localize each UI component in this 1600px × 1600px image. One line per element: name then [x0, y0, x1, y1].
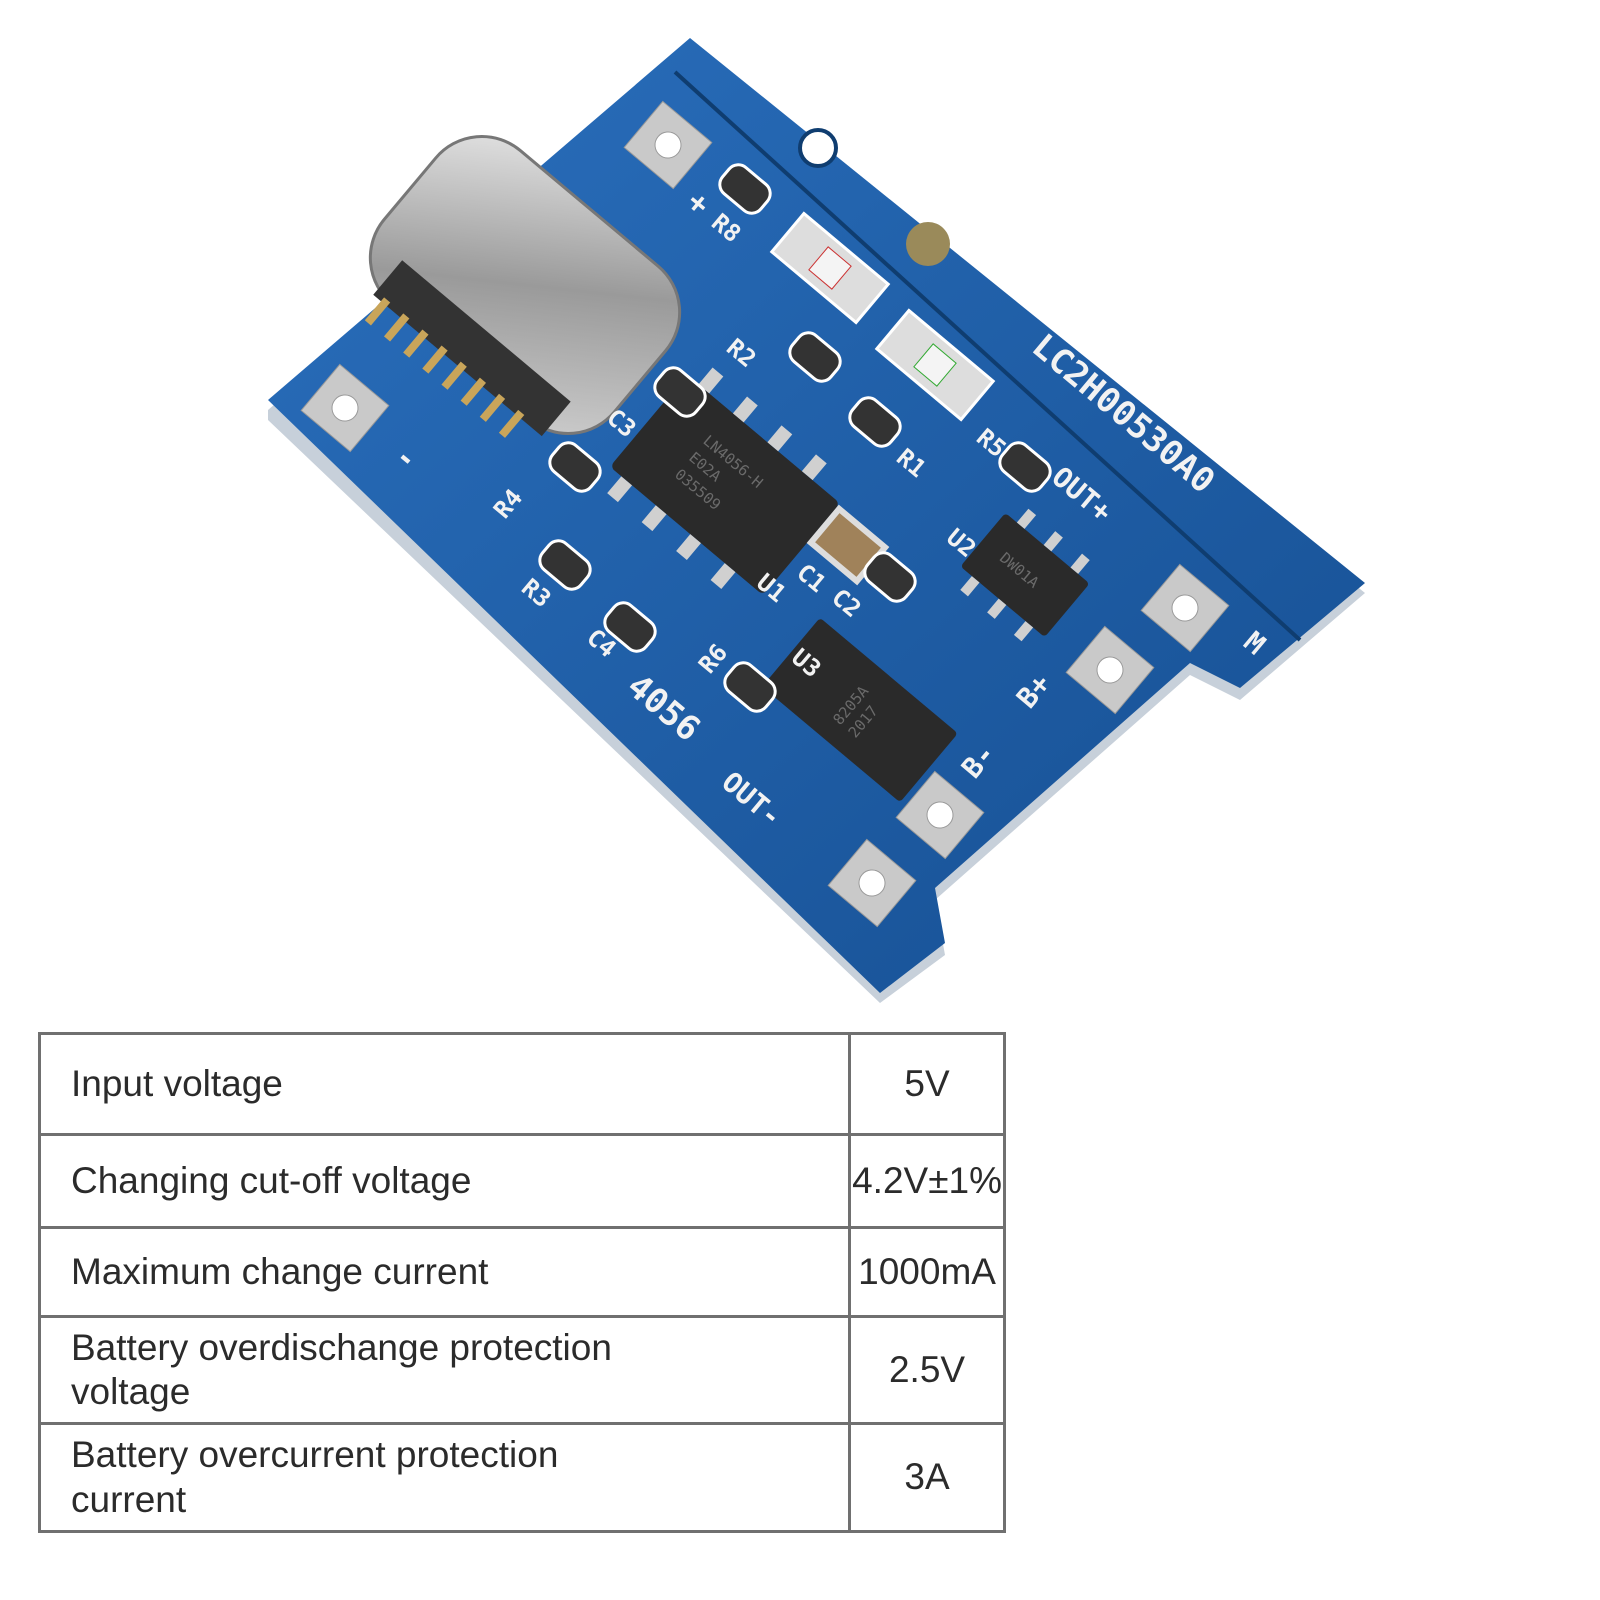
solder-pads	[300, 100, 1230, 928]
table-row: Maximum change current 1000mA	[37, 1226, 1006, 1318]
spec-value: 4.2V±1%	[848, 1133, 1006, 1229]
spec-label: Battery overcurrent protection current	[37, 1422, 852, 1533]
spec-label: Maximum change current	[37, 1226, 852, 1318]
spec-value: 2.5V	[848, 1315, 1006, 1425]
spec-label: Battery overdischange protection voltage	[37, 1315, 852, 1425]
chip-u1: LN4056-H E02A 035509	[607, 367, 838, 593]
spec-value: 3A	[848, 1422, 1006, 1533]
led-full	[874, 308, 996, 422]
spec-label: Changing cut-off voltage	[37, 1133, 852, 1229]
table-row: Battery overcurrent protection current 3…	[37, 1422, 1006, 1533]
spec-label: Input voltage	[37, 1032, 852, 1136]
spec-value: 1000mA	[848, 1226, 1006, 1318]
mounting-hole	[798, 128, 838, 168]
spec-table: Input voltage 5V Changing cut-off voltag…	[37, 1032, 1006, 1533]
spec-value: 5V	[848, 1032, 1006, 1136]
chip-u3: 8205A 2017	[763, 619, 957, 801]
table-row: Battery overdischange protection voltage…	[37, 1315, 1006, 1425]
smd-resistors	[538, 163, 1052, 713]
usb-c-connector	[364, 135, 682, 438]
table-row: Input voltage 5V	[37, 1032, 1006, 1136]
pcb-module-photo: LN4056-H E02A 035509 DW01A 8205A 2017 LC…	[268, 38, 1365, 1003]
test-point	[906, 222, 950, 266]
led-charging	[769, 211, 891, 325]
chip-u2: DW01A	[960, 508, 1090, 642]
board-strip-divider	[673, 70, 1302, 642]
table-row: Changing cut-off voltage 4.2V±1%	[37, 1133, 1006, 1229]
